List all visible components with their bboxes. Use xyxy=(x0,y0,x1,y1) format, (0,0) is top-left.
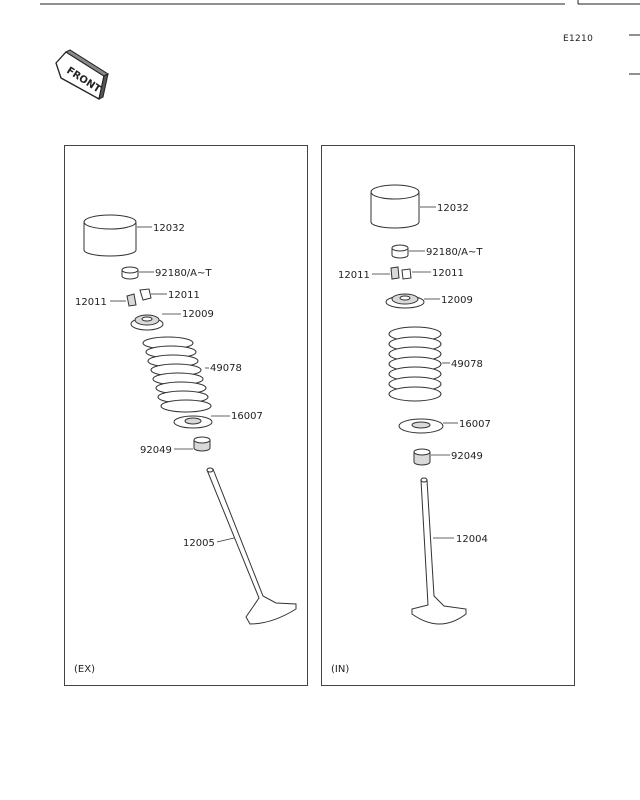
ex-part-valve-label: 12005 xyxy=(183,538,215,549)
page-edge-marks xyxy=(40,0,640,75)
ex-part-retainer-label: 12009 xyxy=(182,309,214,320)
in-spring xyxy=(388,326,442,402)
intake-panel xyxy=(321,145,575,686)
in-part-cotter-right-label: 12011 xyxy=(432,268,464,279)
ex-cotters xyxy=(126,288,152,307)
in-oil-seal xyxy=(413,448,431,466)
ex-tappet xyxy=(83,214,137,257)
ex-part-oil-seal-label: 92049 xyxy=(140,445,172,456)
ex-part-shim-label: 92180/A~T xyxy=(155,268,212,279)
in-part-oil-seal-label: 92049 xyxy=(451,451,483,462)
exhaust-panel xyxy=(64,145,308,686)
exhaust-parts: 12032 92180/A~T 12011 12011 xyxy=(74,214,297,675)
ex-spring-seat xyxy=(173,415,213,429)
in-valve xyxy=(411,477,467,625)
ex-panel-tag: (EX) xyxy=(74,664,95,675)
in-retainer xyxy=(385,293,425,309)
in-tappet xyxy=(370,184,420,229)
in-part-valve-label: 12004 xyxy=(456,534,488,545)
front-arrow-icon: FRONT xyxy=(55,49,110,100)
in-shim xyxy=(391,244,409,259)
in-part-retainer-label: 12009 xyxy=(441,295,473,306)
ex-shim xyxy=(121,266,139,280)
in-part-spring-label: 49078 xyxy=(451,359,483,370)
in-part-cotter-left-label: 12011 xyxy=(338,270,370,281)
in-panel-tag: (IN) xyxy=(331,664,349,675)
ex-part-spring-seat-label: 16007 xyxy=(231,411,263,422)
in-part-tappet-label: 12032 xyxy=(437,203,469,214)
ex-part-cotter-right-label: 12011 xyxy=(168,290,200,301)
intake-parts: 12032 92180/A~T 12011 12011 xyxy=(331,184,491,675)
ex-spring xyxy=(142,336,212,413)
in-part-spring-seat-label: 16007 xyxy=(459,419,491,430)
ex-valve xyxy=(206,467,297,625)
ex-part-spring-label: 49078 xyxy=(210,363,242,374)
in-part-shim-label: 92180/A~T xyxy=(426,247,483,258)
ex-part-cotter-left-label: 12011 xyxy=(75,297,107,308)
ex-retainer xyxy=(130,314,164,331)
ex-part-tappet-label: 12032 xyxy=(153,223,185,234)
in-cotters xyxy=(390,266,412,280)
ex-oil-seal xyxy=(193,436,211,452)
in-spring-seat xyxy=(398,418,444,434)
diagram-code: E1210 xyxy=(563,34,594,44)
